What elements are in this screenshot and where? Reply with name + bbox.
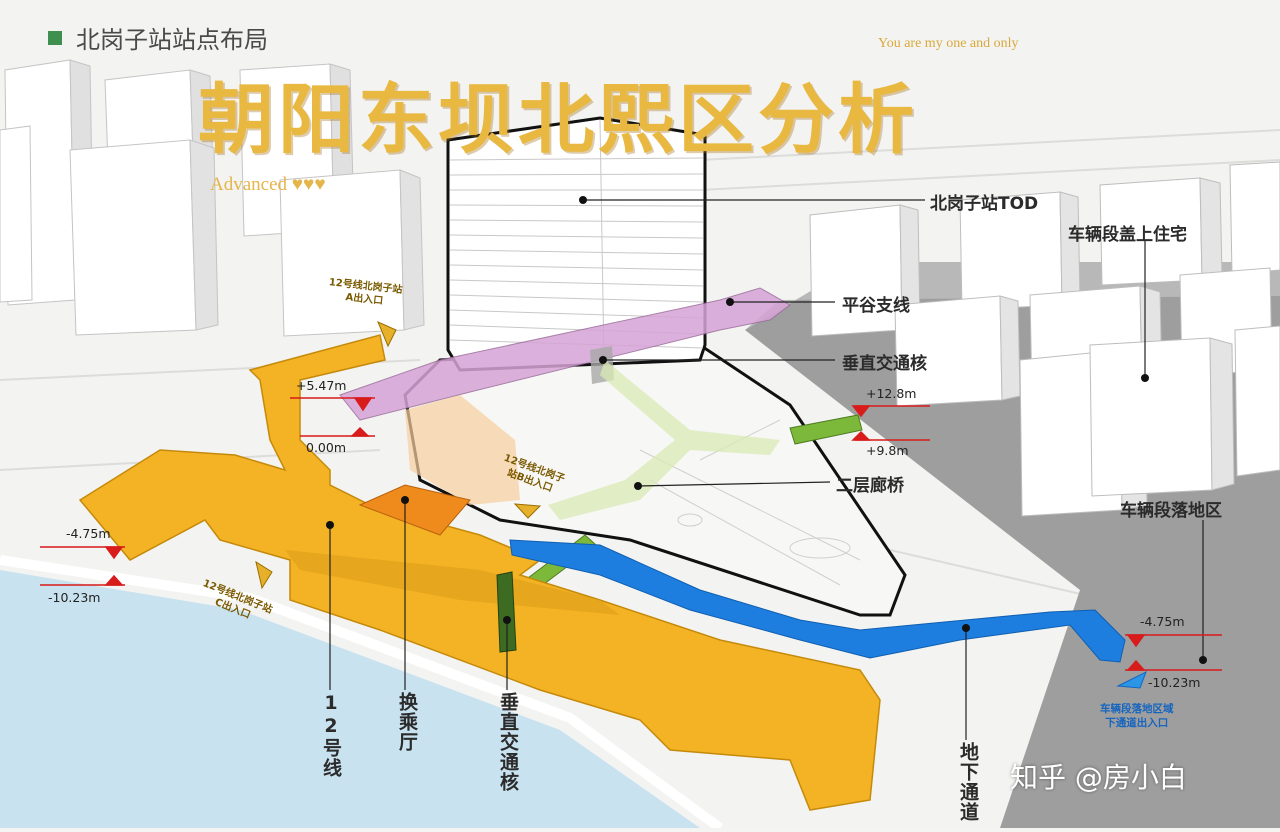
label-depot-landing: 车辆段落地区	[1120, 501, 1222, 521]
label-vertical-core-bottom: 垂直交通核	[497, 692, 519, 792]
entrance-depot-label: 车辆段落地区域 下通道出入口	[1100, 703, 1174, 729]
label-second-floor-bridge: 二层廊桥	[836, 476, 904, 496]
elev-zero: 0.00m	[306, 440, 347, 455]
label-underground-passage: 地下通道	[957, 742, 979, 822]
overlay-tag: Advanced ♥♥♥	[210, 174, 326, 195]
elev-minus-10-23-left: -10.23m	[48, 590, 101, 605]
label-depot-housing: 车辆段盖上住宅	[1068, 225, 1187, 245]
light-corridor	[548, 360, 780, 520]
leader-dots	[326, 196, 1207, 664]
elev-minus-4-75-right: -4.75m	[1140, 614, 1185, 629]
label-pinggu-line: 平谷支线	[842, 296, 910, 316]
elevation-markers	[40, 397, 1222, 671]
elev-minus-4-75-left: -4.75m	[66, 526, 111, 541]
line12-shade	[285, 550, 620, 615]
residential-towers-left	[0, 59, 425, 337]
transfer-hall	[358, 484, 471, 536]
section-square-icon	[48, 30, 62, 45]
watermark: 知乎 @房小白	[1010, 761, 1187, 794]
label-transfer-hall: 换乘厅	[396, 692, 418, 752]
label-vertical-core: 垂直交通核	[842, 354, 927, 374]
entrance-markers	[255, 321, 1147, 689]
overlay-subtitle: You are my one and only	[878, 36, 1019, 51]
bridge-east	[789, 414, 863, 445]
elev-plus-5-47: +5.47m	[296, 378, 347, 393]
elev-minus-10-23-right: -10.23m	[1148, 675, 1201, 690]
elev-plus-12-8: +12.8m	[866, 386, 917, 401]
section-title-text: 北岗子站站点布局	[76, 26, 268, 54]
section-title: 北岗子站站点布局	[48, 20, 268, 55]
vertical-core-bottom	[496, 571, 517, 653]
label-tod: 北岗子站TOD	[930, 194, 1039, 214]
tod-tower	[446, 116, 707, 372]
pinggu-line	[339, 287, 791, 421]
elev-plus-9-8: +9.8m	[866, 443, 909, 458]
depot-housing-blocks	[809, 161, 1280, 517]
overlay-title: 朝阳东坝北熙区分析	[198, 75, 918, 164]
leader-lines	[329, 199, 1204, 740]
peach-hall	[405, 395, 520, 505]
label-line12: 12号线	[320, 692, 342, 778]
riverbank	[0, 555, 723, 832]
underground-passage	[509, 539, 1126, 663]
river	[0, 570, 700, 828]
